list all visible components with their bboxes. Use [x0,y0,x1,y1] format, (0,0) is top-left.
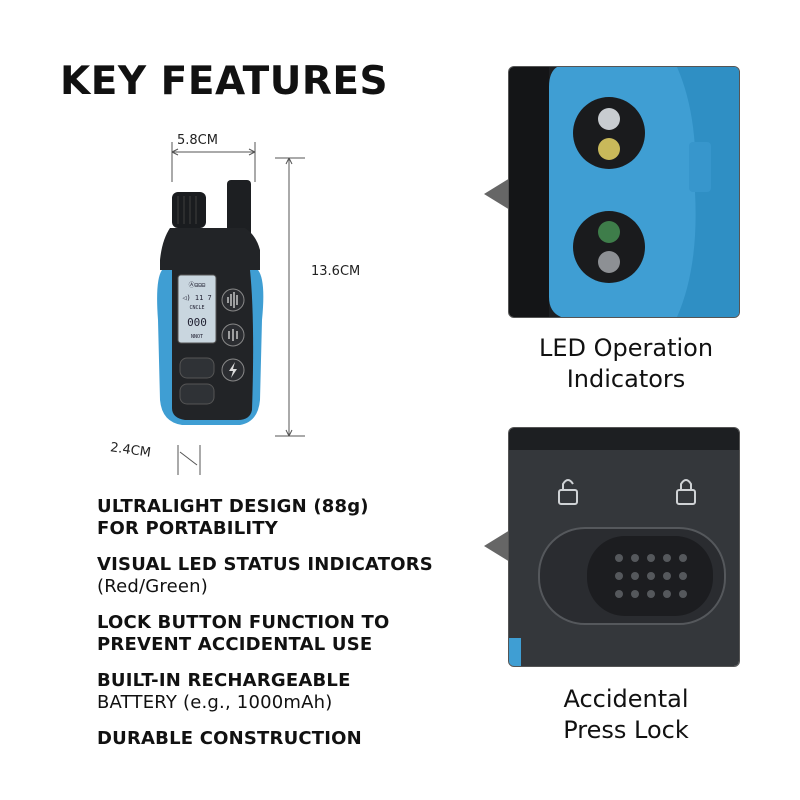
padlock-closed-icon [676,479,696,505]
lightning-icon [229,362,237,378]
features-list: ULTRALIGHT DESIGN (88g)FOR PORTABILITY VI… [97,496,477,764]
led-indicators-panel [508,66,740,318]
sound-wave-icon [227,292,238,308]
feature-line2: FOR PORTABILITY [97,518,278,539]
feature-line1: BUILT-IN RECHARGEABLE [97,670,351,691]
led-callout-pointer [484,178,510,210]
upper-led-housing [573,97,645,169]
feature-item: ULTRALIGHT DESIGN (88g)FOR PORTABILITY [97,496,477,540]
sound-button [221,288,245,312]
led-caption-line1: LED Operation [538,334,714,362]
control-knob [172,192,206,228]
screen-counter-text: 000 [187,316,207,329]
width-dimension-lines [171,142,256,182]
feature-line1: VISUAL LED STATUS INDICATORS [97,554,433,575]
feature-line2: BATTERY (e.g., 1000mAh) [97,692,333,713]
height-dimension-label: 13.6CM [311,264,361,279]
feature-line1: DURABLE CONSTRUCTION [97,728,362,749]
depth-dimension-lines [177,445,201,475]
lower-led-housing [573,211,645,283]
lower-button-1 [179,357,215,379]
lock-caption-line1: Accidental [563,685,689,713]
lock-panel-caption: Accidental Press Lock [508,684,744,746]
feature-line1: ULTRALIGHT DESIGN (88g) [97,496,369,517]
vibrate-icon [228,329,238,341]
knob-grip-dots [615,554,687,598]
feature-line2: (Red/Green) [97,576,209,597]
height-dimension-lines [275,157,305,437]
feature-item: VISUAL LED STATUS INDICATORS(Red/Green) [97,554,477,598]
padlock-icon [558,479,578,505]
screen-mode-text: CNCLE [189,305,204,311]
green-led-icon [598,221,620,243]
remote-transmitter-illustration: Ⓐ⊟⊟⊟ ◁) 11 7 CNCLE 000 NNOT [157,142,305,475]
width-dimension-label: 5.8CM [177,133,218,148]
lock-caption-line2: Press Lock [563,716,689,744]
yellow-led-icon [598,138,620,160]
led-light-icon [598,108,620,130]
screen-bottom-text: NNOT [191,334,203,340]
page-title: KEY FEATURES [60,59,389,104]
white-led-icon [598,251,620,273]
press-lock-panel [508,427,740,667]
lock-callout-pointer [484,530,510,562]
feature-line2: PREVENT ACCIDENTAL USE [97,634,373,655]
led-panel-caption: LED Operation Indicators [508,333,744,395]
lower-button-2 [179,383,215,405]
screen-middle-text: ◁) 11 7 [181,294,212,302]
lcd-screen [177,274,217,344]
screen-top-text: Ⓐ⊟⊟⊟ [189,281,206,289]
feature-item: DURABLE CONSTRUCTION [97,728,477,750]
feature-line1: LOCK BUTTON FUNCTION TO [97,612,390,633]
led-caption-line2: Indicators [566,365,686,393]
